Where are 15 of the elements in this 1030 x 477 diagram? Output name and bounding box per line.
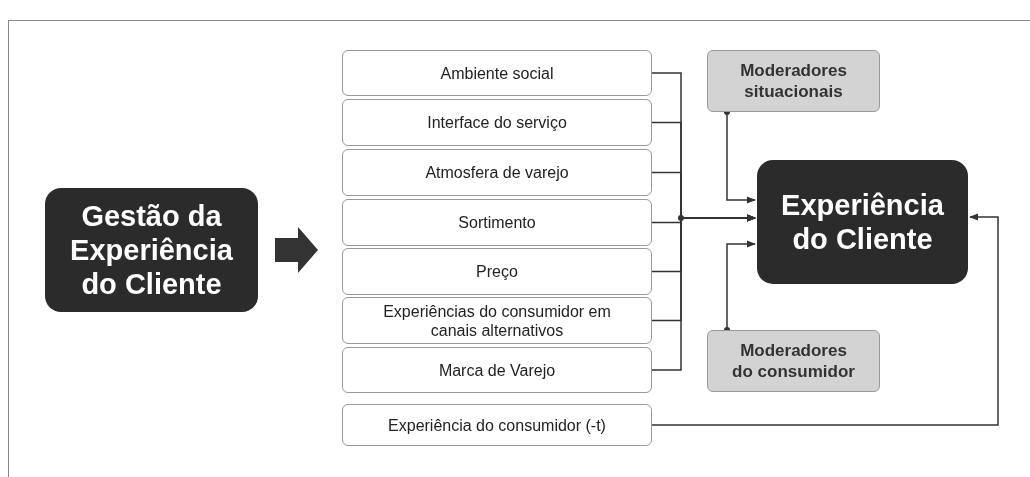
factor-box: Preço (342, 248, 652, 295)
arrow (651, 214, 756, 371)
arrow (651, 213, 999, 426)
block-arrow (275, 227, 318, 273)
moderator-box: Moderadores do consumidor (707, 330, 880, 392)
concept-box: Experiência do Cliente (757, 160, 968, 284)
factor-box: Ambiente social (342, 50, 652, 96)
concept-box: Gestão da Experiência do Cliente (45, 188, 258, 312)
factor-box: Sortimento (342, 199, 652, 246)
factor-box: Marca de Varejo (342, 347, 652, 393)
factor-box: Atmosfera de varejo (342, 149, 652, 196)
factor-box: Interface do serviço (342, 99, 652, 146)
moderator-box: Moderadores situacionais (707, 50, 880, 112)
factor-box: Experiências do consumidor em canais alternativos (342, 297, 652, 344)
factor-box: Experiência do consumidor (-t) (342, 404, 652, 446)
